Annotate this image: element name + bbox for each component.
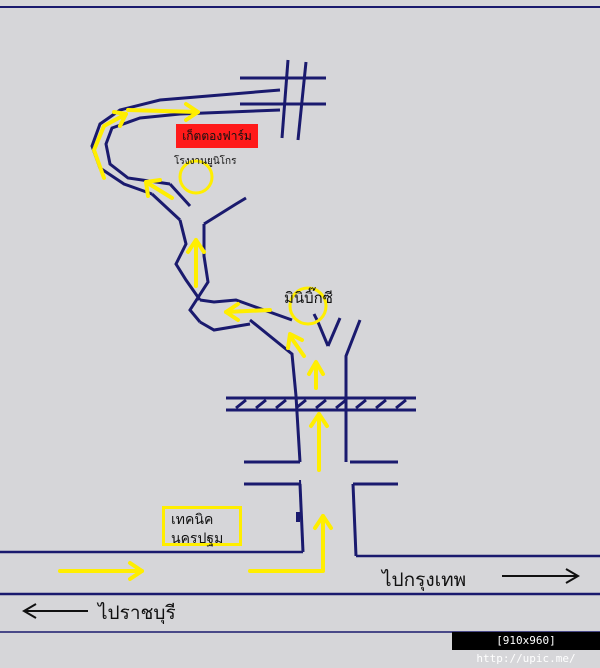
circle-marker-icon (288, 286, 328, 326)
technic-line2: นครปฐม (171, 531, 224, 547)
arrow-icon (58, 561, 144, 581)
arrow-icon (144, 178, 174, 200)
technic-college-label: เทคนิค นครปฐม (162, 506, 242, 547)
technic-line1: เทคนิค (171, 512, 214, 528)
route-arrows (58, 102, 333, 581)
circle-marker-icon (178, 159, 214, 195)
winding-road (90, 59, 326, 332)
arrow-icon (309, 412, 329, 472)
direction-ratchaburi-label: ไปราชบุรี (98, 602, 176, 624)
arrow-icon (92, 110, 128, 180)
side-road (244, 313, 398, 557)
arrow-icon (286, 332, 306, 358)
direction-arrows (22, 568, 580, 619)
arrow-icon (126, 102, 200, 122)
bridge (226, 396, 416, 412)
arrow-icon (307, 360, 325, 390)
arrow-icon (186, 238, 206, 288)
farm-landmark-label: เก็ตตองฟาร์ม (176, 124, 258, 148)
arrow-icon (248, 514, 333, 573)
direction-bangkok-label: ไปกรุงเทพ (382, 569, 467, 591)
arrow-icon (224, 302, 272, 322)
hand-drawn-route-map: เก็ตตองฟาร์ม โรงงานยูนิโกร มินิบิ๊กซี เท… (0, 6, 600, 665)
minibigc-landmark-label: มินิบิ๊กซี (284, 289, 333, 307)
factory-landmark-label: โรงงานยูนิโกร (174, 156, 237, 167)
watermark: [910x960] http://upic.me/ (452, 632, 600, 665)
arrow-icon (502, 568, 580, 584)
main-highway (0, 550, 600, 596)
map-canvas (0, 6, 600, 633)
arrow-icon (22, 603, 88, 619)
